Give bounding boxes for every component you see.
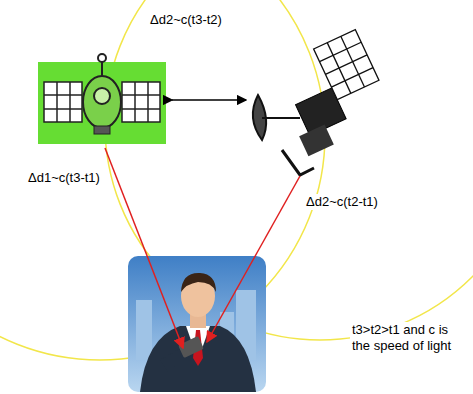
distance-label: Δd2~c(t2-t1) — [304, 194, 380, 210]
satellite-right — [253, 30, 396, 175]
range-arrow — [172, 99, 246, 100]
signal-arrow — [105, 148, 183, 348]
distance-label: Δd1~c(t3-t1) — [26, 170, 102, 186]
signal-arrow — [207, 176, 300, 342]
user-figure — [128, 256, 266, 392]
note-label: t3>t2>t1 and c is the speed of light — [350, 322, 469, 354]
satellite-left — [38, 54, 166, 144]
distance-label: Δd2~c(t3-t2) — [148, 12, 224, 28]
